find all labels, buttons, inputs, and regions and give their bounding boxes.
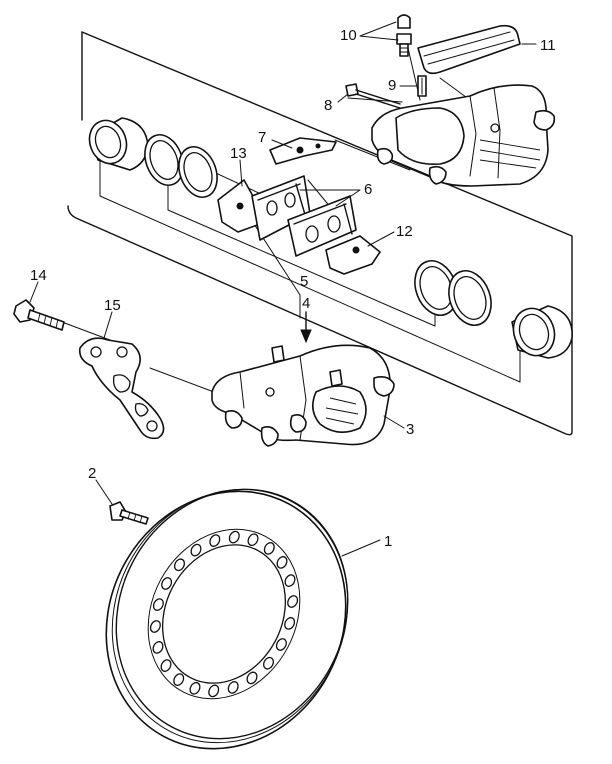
piston-seal-lower-right-1 [414,260,458,316]
disc-hole [263,542,275,555]
callout-1: 1 [384,533,392,550]
caliper-bracket [78,337,165,440]
disc-hole [190,543,202,557]
callout-12: 12 [396,223,413,240]
piston-seal-upper-left-1 [144,134,184,186]
caliper-assembly [211,344,395,447]
exploded-view-boundary [67,31,573,436]
disc-hole [161,577,173,590]
disc-hole [173,673,185,686]
callout-4: 4 [302,295,310,312]
pad-pin-clip [417,75,427,97]
disc-hole [287,595,299,608]
disc-hole [152,641,164,654]
callout-8: 8 [324,97,332,114]
pad-cover [417,24,521,75]
disc-hole [209,534,221,547]
callout-13: 13 [230,145,247,162]
callout-5: 5 [300,273,308,290]
piston-upper-left [88,117,149,171]
disc-hole [246,671,258,685]
mounting-bolt [13,299,65,331]
callout-leaders [29,21,537,557]
disc-hole [152,598,164,611]
bleed-screw [396,14,412,57]
disc-hole [284,574,296,587]
disc-hole [284,617,296,630]
pad-shim-outer [325,235,381,275]
brake-pad-inner [251,175,311,241]
disc-hole [247,533,259,547]
disc-hole [208,684,220,698]
pad-pin [345,83,401,109]
disc-hole [227,681,239,694]
disc-bolt [109,501,149,525]
callout-3: 3 [406,421,414,438]
piston-seal-upper-left-2 [178,146,218,198]
callout-10: 10 [340,27,357,44]
callout-11: 11 [540,37,556,54]
disc-hole [276,556,288,569]
callout-9: 9 [388,77,396,94]
disc-hole [189,681,201,695]
disc-hole [262,656,275,670]
disc-hole [160,659,172,672]
disc-drill-holes [149,530,299,698]
disc-hole [275,638,287,651]
caliper-half-outer [371,84,556,187]
brake-disc [105,488,349,750]
brake-pad-outer [287,195,357,257]
disc-hole [228,530,240,544]
callout-7: 7 [258,129,266,146]
piston-seal-lower-right-2 [448,270,492,326]
assembly-arrow [300,311,312,344]
disc-hole [149,620,161,633]
callout-labels: 1 2 3 4 5 6 7 8 9 10 11 12 13 14 15 [30,27,556,550]
callout-15: 15 [104,297,121,314]
pad-spring [269,137,337,165]
piston-lower-right [511,305,573,359]
callout-14: 14 [30,267,47,284]
callout-6: 6 [364,181,372,198]
callout-2: 2 [88,465,96,482]
disc-hole [173,558,186,572]
